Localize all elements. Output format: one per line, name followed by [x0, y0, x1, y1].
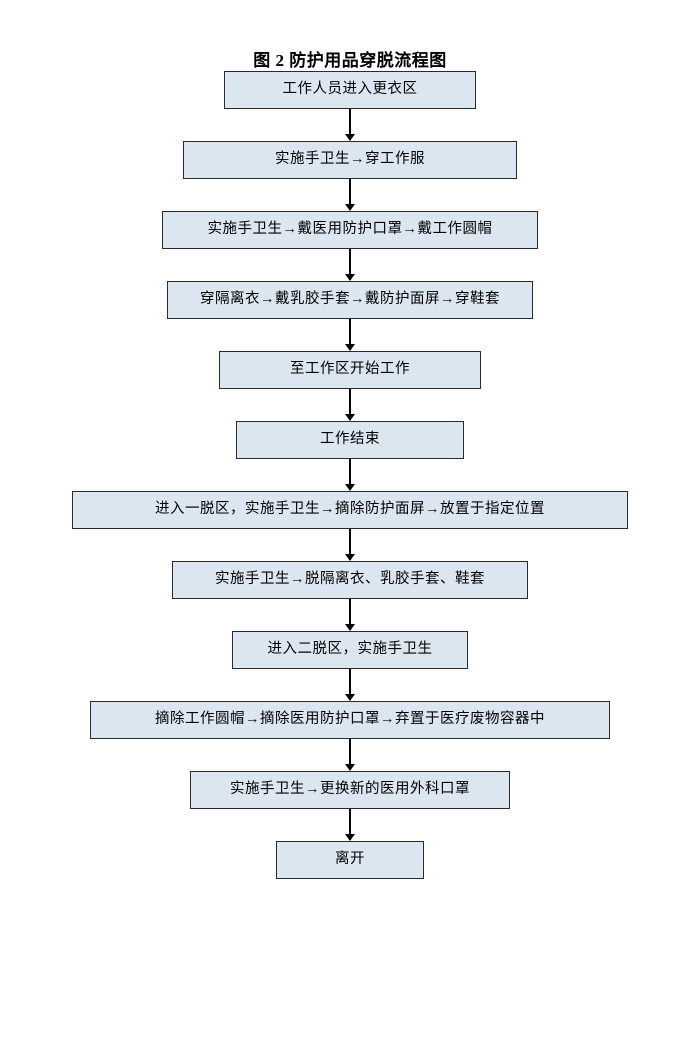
flow-node-n6: 工作结束 [236, 421, 464, 459]
flow-node-label: 实施手卫生→穿工作服 [275, 151, 425, 168]
flow-node-n8: 实施手卫生→脱隔离衣、乳胶手套、鞋套 [172, 561, 528, 599]
flow-node-label: 进入一脱区，实施手卫生→摘除防护面屏→放置于指定位置 [155, 501, 545, 518]
flow-node-n5: 至工作区开始工作 [219, 351, 481, 389]
flow-arrow-n10-to-n11 [345, 739, 355, 771]
flow-arrow-n7-to-n8 [345, 529, 355, 561]
flow-node-n10: 摘除工作圆帽→摘除医用防护口罩→弃置于医疗废物容器中 [90, 701, 610, 739]
flow-node-label: 实施手卫生→脱隔离衣、乳胶手套、鞋套 [215, 571, 485, 588]
flow-node-n2: 实施手卫生→穿工作服 [183, 141, 517, 179]
flow-arrow-n3-to-n4 [345, 249, 355, 281]
flow-arrow-n2-to-n3 [345, 179, 355, 211]
flow-node-label: 摘除工作圆帽→摘除医用防护口罩→弃置于医疗废物容器中 [155, 711, 545, 728]
flow-arrow-n4-to-n5 [345, 319, 355, 351]
flow-node-label: 实施手卫生→戴医用防护口罩→戴工作圆帽 [207, 221, 493, 238]
flow-node-n11: 实施手卫生→更换新的医用外科口罩 [190, 771, 510, 809]
flow-node-n7: 进入一脱区，实施手卫生→摘除防护面屏→放置于指定位置 [72, 491, 628, 529]
flow-node-label: 离开 [335, 851, 365, 868]
flow-arrow-n8-to-n9 [345, 599, 355, 631]
flow-arrow-n5-to-n6 [345, 389, 355, 421]
flow-arrow-n6-to-n7 [345, 459, 355, 491]
flow-node-n4: 穿隔离衣→戴乳胶手套→戴防护面屏→穿鞋套 [167, 281, 533, 319]
flow-node-n3: 实施手卫生→戴医用防护口罩→戴工作圆帽 [162, 211, 538, 249]
flow-node-n1: 工作人员进入更衣区 [224, 71, 476, 109]
flow-node-n9: 进入二脱区，实施手卫生 [232, 631, 468, 669]
flow-node-label: 进入二脱区，实施手卫生 [267, 641, 433, 658]
flow-node-label: 工作人员进入更衣区 [282, 81, 418, 98]
flow-arrow-n11-to-n12 [345, 809, 355, 841]
flow-node-n12: 离开 [276, 841, 424, 879]
flowchart: 工作人员进入更衣区实施手卫生→穿工作服实施手卫生→戴医用防护口罩→戴工作圆帽穿隔… [0, 71, 700, 879]
flow-arrow-n1-to-n2 [345, 109, 355, 141]
page-title: 图 2 防护用品穿脱流程图 [253, 51, 447, 70]
flow-node-label: 工作结束 [320, 431, 380, 448]
flow-node-label: 实施手卫生→更换新的医用外科口罩 [230, 781, 470, 798]
flow-node-label: 至工作区开始工作 [290, 361, 410, 378]
flow-node-label: 穿隔离衣→戴乳胶手套→戴防护面屏→穿鞋套 [200, 291, 500, 308]
flow-arrow-n9-to-n10 [345, 669, 355, 701]
